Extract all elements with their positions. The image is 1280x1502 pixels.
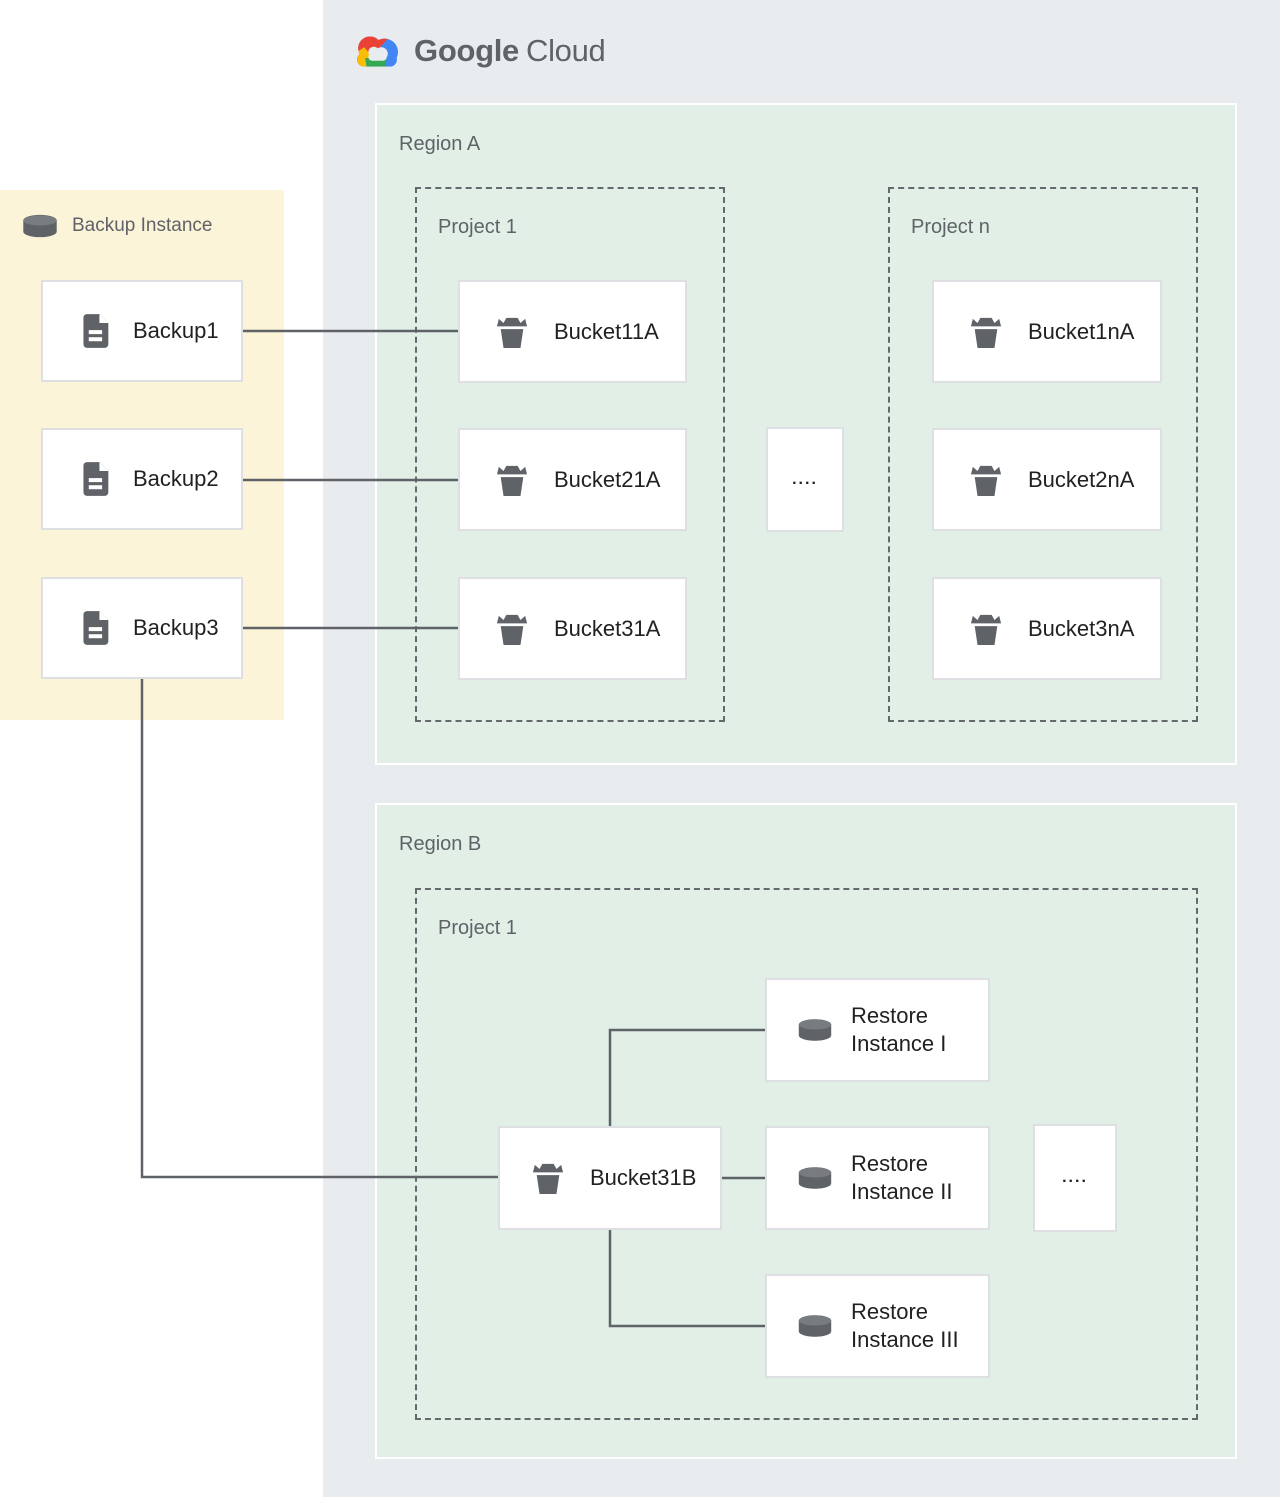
node-label: Backup3 <box>133 615 219 640</box>
node-label: Backup2 <box>133 466 219 491</box>
backup-instance-title-text: Backup Instance <box>72 215 213 236</box>
restore-line1: Restore <box>851 1151 929 1176</box>
node-bucket21a: Bucket21A <box>458 428 687 531</box>
backup-instance-title: Backup Instance <box>21 213 212 239</box>
region-a-project-1-label: Project 1 <box>438 216 517 238</box>
restore-line2: Instance I <box>851 1031 947 1056</box>
node-bucket2na: Bucket2nA <box>932 428 1162 531</box>
node-label: Bucket21A <box>554 466 661 492</box>
node-label: Bucket1nA <box>1028 318 1135 344</box>
backup-file-icon <box>83 611 109 645</box>
node-label: Backup1 <box>133 318 219 343</box>
storage-bucket-icon <box>970 465 1002 496</box>
region-a-project-1: Project 1 <box>415 187 725 722</box>
node-bucket31a: Bucket31A <box>458 577 687 680</box>
storage-bucket-icon <box>496 465 528 496</box>
connector-backup3-bucket31b <box>140 679 499 1179</box>
storage-bucket-icon <box>970 317 1002 348</box>
node-backup2: Backup2 <box>41 428 243 530</box>
node-backup1: Backup1 <box>41 280 243 382</box>
storage-bucket-icon <box>532 1163 564 1194</box>
google-cloud-logo-icon <box>357 36 398 67</box>
node-bucket31b: Bucket31B <box>498 1126 722 1230</box>
node-label: Bucket2nA <box>1028 466 1135 492</box>
node-label: Bucket31B <box>590 1165 697 1190</box>
restore-line1: Restore <box>851 1299 929 1324</box>
ellipsis-text: .... <box>1062 1169 1088 1186</box>
database-icon <box>798 1315 832 1337</box>
database-icon <box>798 1019 832 1041</box>
backup-file-icon <box>83 462 109 496</box>
backup-file-icon <box>83 314 109 348</box>
restore-line2: Instance III <box>851 1327 959 1352</box>
storage-bucket-icon <box>496 317 528 348</box>
restore-line1: Restore <box>851 1003 929 1028</box>
region-b-label: Region B <box>399 833 482 855</box>
region-a-project-n: Project n <box>888 187 1198 722</box>
node-label: Bucket11A <box>554 318 659 344</box>
database-icon <box>798 1167 832 1189</box>
node-ellipsis-region-a: .... <box>766 427 844 532</box>
node-backup3: Backup3 <box>41 577 243 679</box>
storage-bucket-icon <box>970 614 1002 645</box>
node-label: Bucket3nA <box>1028 615 1135 641</box>
region-a-project-n-label: Project n <box>911 216 990 238</box>
node-bucket3na: Bucket3nA <box>932 577 1162 680</box>
restore-line2: Instance II <box>851 1179 953 1204</box>
logo-brand: Google <box>414 33 519 68</box>
connector-bucket31b-restore1 <box>608 1028 766 1127</box>
node-bucket1na: Bucket1nA <box>932 280 1162 383</box>
region-b-project-1: Project 1 <box>415 888 1198 1420</box>
database-icon <box>23 214 57 238</box>
region-a-label: Region A <box>399 133 481 155</box>
connector-bucket31b-restore3 <box>608 1229 766 1328</box>
ellipsis-text: .... <box>792 470 818 488</box>
node-label: Bucket31A <box>554 615 661 641</box>
node-bucket11a: Bucket11A <box>458 280 687 383</box>
logo-product: Cloud <box>525 33 606 68</box>
storage-bucket-icon <box>496 614 528 645</box>
region-b-project-1-label: Project 1 <box>438 917 517 939</box>
node-ellipsis-region-b: .... <box>1033 1124 1117 1232</box>
